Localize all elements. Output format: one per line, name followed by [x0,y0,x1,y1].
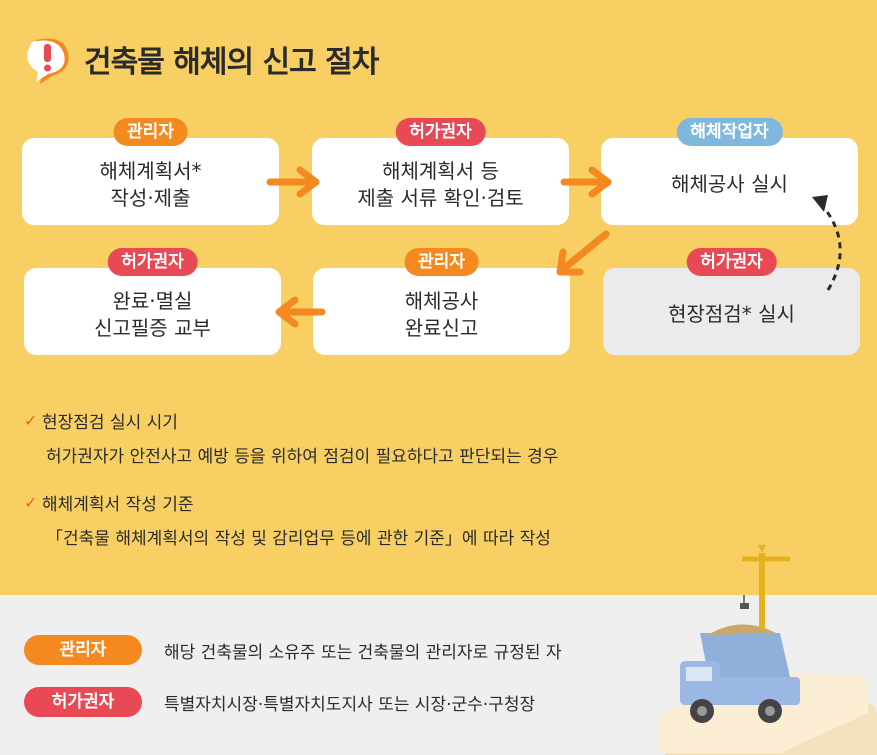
arrow-right-icon [560,166,612,198]
step-6-role-badge: 허가권자 [107,248,198,276]
legend-panel: 관리자 해당 건축물의 소유주 또는 건축물의 관리자로 규정된 자 허가권자 … [0,595,877,755]
dump-truck-illustration [660,595,877,755]
flow-arrows [266,166,842,328]
step-1-box: 관리자 해체계획서* 작성·제출 [22,118,279,225]
alert-speech-bubble-icon [22,32,76,86]
legend-row-manager: 관리자 해당 건축물의 소유주 또는 건축물의 관리자로 규정된 자 [24,635,562,665]
legend-text-authority: 특별자치시장·특별자치도지사 또는 시장·군수·구청장 [164,694,536,715]
step-4-text: 현장점검* 실시 [668,302,795,326]
step-1-role-badge: 관리자 [113,118,188,146]
step-5-box: 관리자 해체공사 완료신고 [313,248,570,355]
note-1-heading: 현장점검 실시 시기 [42,412,178,433]
note-2: ✓ 해체계획서 작성 기준 「건축물 해체계획서의 작성 및 감리업무 등에 관… [24,490,551,550]
step-2-text: 해체계획서 등 제출 서류 확인·검토 [357,158,524,210]
legend-row-authority: 허가권자 특별자치시장·특별자치도지사 또는 시장·군수·구청장 [24,687,535,717]
step-3-role-badge: 해체작업자 [676,118,783,146]
check-icon: ✓ [24,492,38,512]
note-1-body: 허가권자가 안전사고 예방 등을 위하여 점검이 필요하다고 판단되는 경우 [46,447,559,467]
step-6-text: 완료·멸실 신고필증 교부 [94,288,211,340]
legend-text-manager: 해당 건축물의 소유주 또는 건축물의 관리자로 규정된 자 [164,642,562,663]
step-2-role-badge: 허가권자 [395,118,486,146]
note-1: ✓ 현장점검 실시 시기 허가권자가 안전사고 예방 등을 위하여 점검이 필요… [24,408,559,468]
check-icon: ✓ [24,410,38,430]
step-2-box: 허가권자 해체계획서 등 제출 서류 확인·검토 [312,118,569,225]
arrow-left-icon [275,296,326,328]
step-5-role-badge: 관리자 [404,248,479,276]
step-6-box: 허가권자 완료·멸실 신고필증 교부 [24,248,281,355]
note-2-heading: 해체계획서 작성 기준 [42,494,194,515]
legend-badge-authority: 허가권자 [24,687,142,717]
truck-icon [680,624,800,723]
crane-top-icon [742,545,790,605]
note-2-body: 「건축물 해체계획서의 작성 및 감리업무 등에 관한 기준」에 따라 작성 [46,529,551,549]
title-row: 건축물 해체의 신고 절차 [22,32,379,86]
step-5-text: 해체공사 완료신고 [404,288,479,340]
step-4-box: 허가권자 현장점검* 실시 [603,248,860,355]
page-title: 건축물 해체의 신고 절차 [84,45,379,80]
step-3-box: 해체작업자 해체공사 실시 [601,118,858,225]
step-3-text: 해체공사 실시 [671,172,788,196]
dashed-return-arrow-icon [812,195,842,291]
legend-badge-manager: 관리자 [24,635,142,665]
step-4-role-badge: 허가권자 [686,248,777,276]
arrow-right-icon [266,166,320,198]
step-1-text: 해체계획서* 작성·제출 [99,158,202,210]
arrow-down-left-icon [556,230,610,276]
